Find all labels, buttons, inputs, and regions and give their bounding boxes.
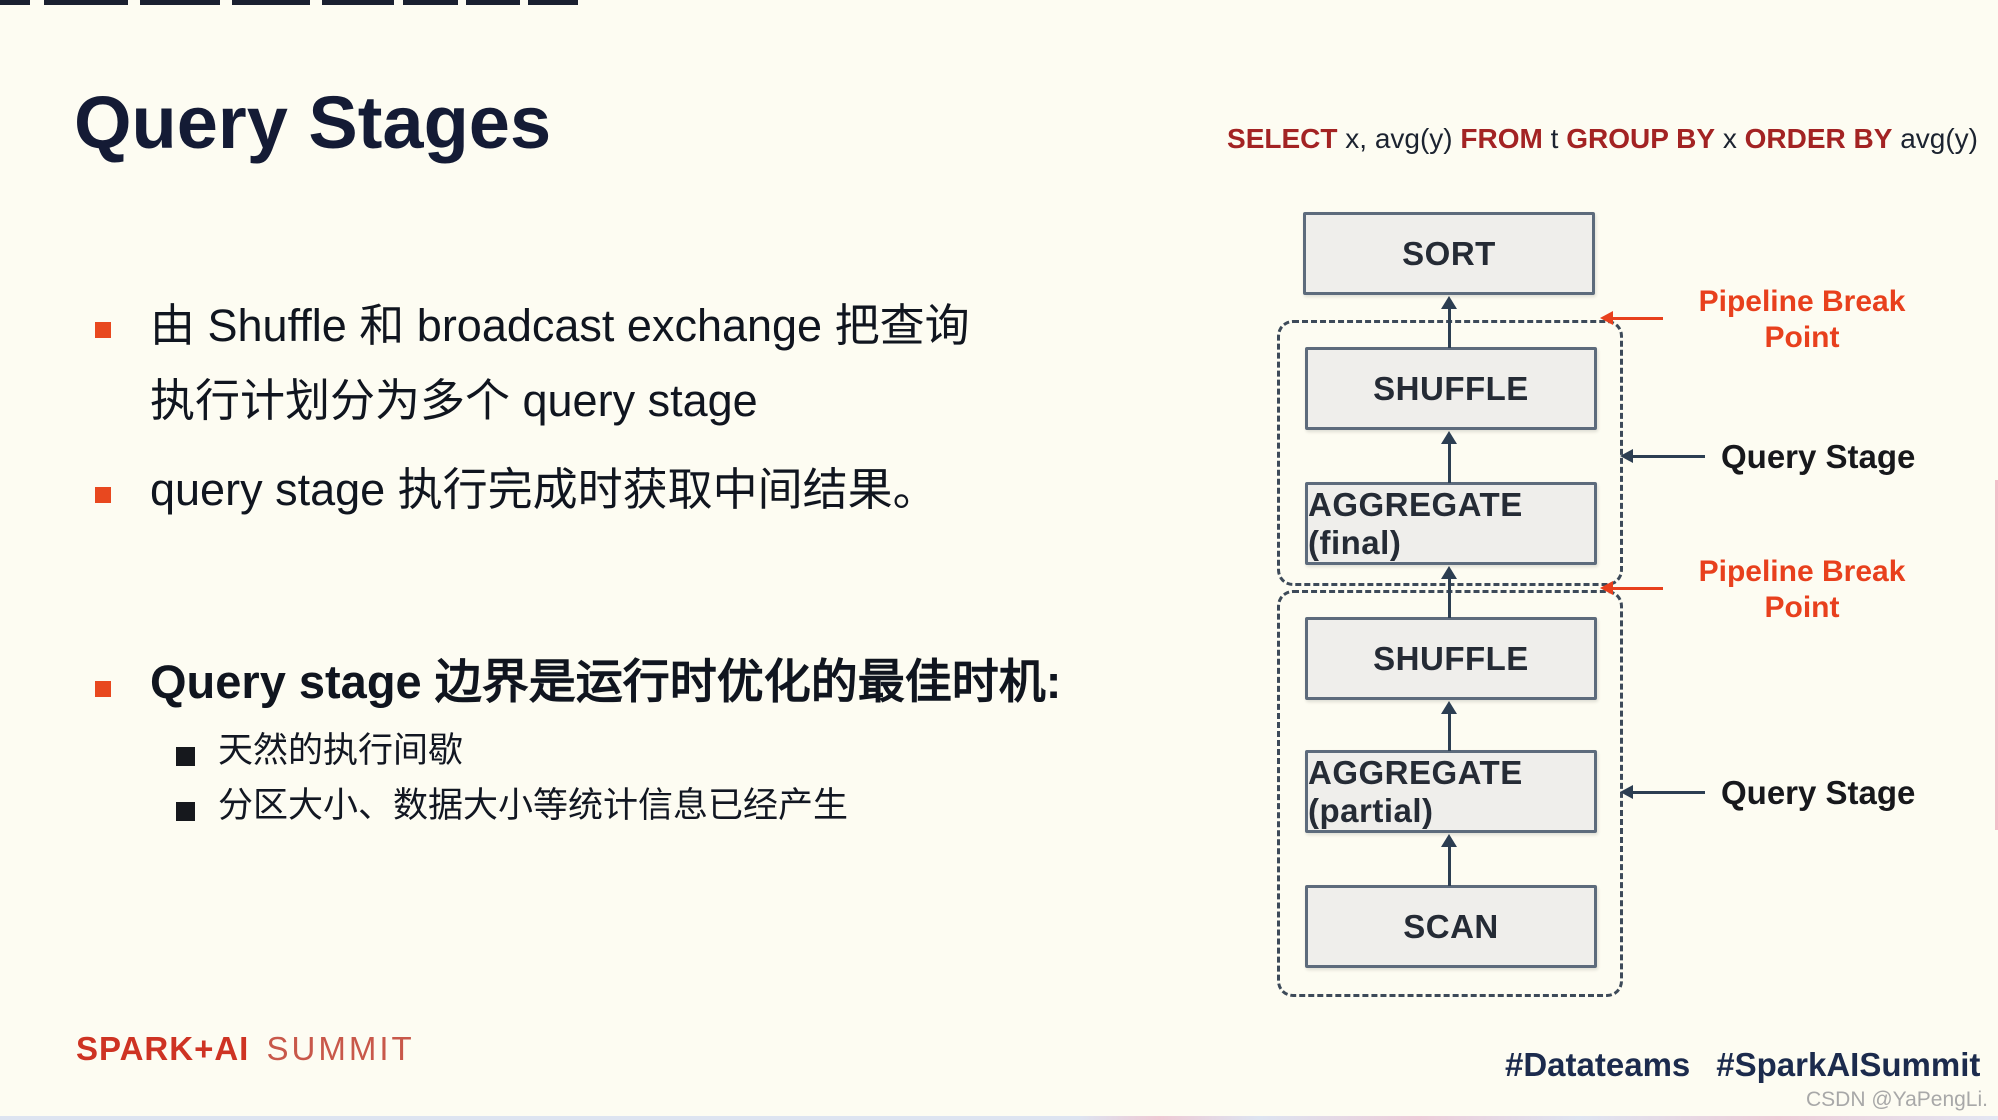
up-arrow-icon <box>1441 296 1457 348</box>
csdn-watermark: CSDN @YaPengLi. <box>1805 1088 1988 1111</box>
pipeline-break-label: Pipeline Break Point <box>1698 555 1906 624</box>
diagram-box-shuffle-upper: SHUFFLE <box>1305 347 1597 430</box>
query-stage-arrow-icon <box>1620 449 1705 463</box>
right-edge-artifact <box>1995 480 1998 830</box>
hashtag: #SparkAISummit <box>1716 1046 1981 1083</box>
bottom-edge-artifact <box>0 1116 1998 1120</box>
sub-bullet-square-icon <box>176 747 195 766</box>
diagram-box-aggregate-final: AGGREGATE (final) <box>1305 482 1597 565</box>
pipeline-break-arrow-icon <box>1600 581 1663 595</box>
hashtag: #Datateams <box>1505 1046 1691 1083</box>
diagram-box-scan: SCAN <box>1305 885 1597 968</box>
sql-keyword: FROM <box>1460 123 1543 154</box>
sub-bullet-item: 天然的执行间歇 <box>218 731 464 770</box>
sql-text: t <box>1542 123 1567 154</box>
bullet-item: query stage 执行完成时获取中间结果。 <box>150 464 938 515</box>
up-arrow-icon <box>1441 431 1457 483</box>
pipeline-break-arrow-icon <box>1600 311 1663 325</box>
sql-text: x, avg(y) <box>1337 123 1461 154</box>
brand-light-text: SUMMIT <box>266 1030 415 1067</box>
brand-bold-text: SPARK+AI <box>76 1030 250 1067</box>
bullet-square-icon <box>95 681 111 697</box>
sql-query: SELECT x, avg(y) FROM t GROUP BY x ORDER… <box>1227 122 1978 156</box>
bullet-item: 由 Shuffle 和 broadcast exchange 把查询 执行计划分… <box>150 300 970 426</box>
sql-keyword: ORDER BY <box>1744 123 1893 154</box>
diagram-box-aggregate-partial: AGGREGATE (partial) <box>1305 750 1597 833</box>
up-arrow-icon <box>1441 834 1457 886</box>
sql-keyword: SELECT <box>1227 123 1338 154</box>
sub-bullet-square-icon <box>176 802 195 821</box>
page-title: Query Stages <box>74 81 552 164</box>
up-arrow-icon <box>1441 566 1457 618</box>
query-stage-label: Query Stage <box>1721 774 1916 811</box>
sub-bullet-item: 分区大小、数据大小等统计信息已经产生 <box>218 786 849 825</box>
up-arrow-icon <box>1441 701 1457 751</box>
diagram-box-sort: SORT <box>1303 212 1595 295</box>
pipeline-break-label: Pipeline Break Point <box>1698 285 1906 354</box>
query-stage-label: Query Stage <box>1721 438 1916 475</box>
diagram-box-shuffle-lower: SHUFFLE <box>1305 617 1597 700</box>
sql-keyword: GROUP BY <box>1566 123 1716 154</box>
footer-hashtags: #Datateams #SparkAISummit <box>1505 1046 1980 1084</box>
sql-text: avg(y) <box>1892 123 1978 154</box>
bullet-item: Query stage 边界是运行时优化的最佳时机: <box>150 655 1062 708</box>
sql-text: x <box>1715 123 1745 154</box>
bullet-square-icon <box>95 322 111 338</box>
query-stage-arrow-icon <box>1620 785 1705 799</box>
bullet-square-icon <box>95 487 111 503</box>
spark-ai-summit-logo: SPARK+AI SUMMIT <box>76 1030 415 1068</box>
